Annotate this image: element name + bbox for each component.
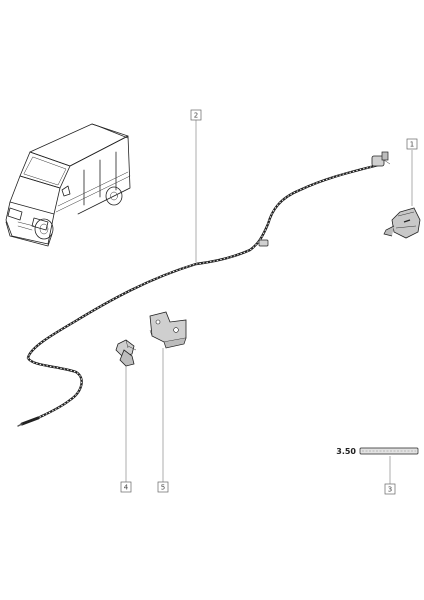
washer-nozzle xyxy=(383,207,421,239)
washer-hose-cable xyxy=(17,151,391,427)
callout-3-label: 3 xyxy=(388,486,392,494)
van-illustration xyxy=(5,123,131,247)
callout-2-label: 2 xyxy=(194,112,198,120)
hose-clips xyxy=(115,339,137,367)
callout-3: 3 xyxy=(384,483,396,495)
callout-4: 4 xyxy=(120,481,132,493)
hose-length-label: 3.50 xyxy=(336,447,356,456)
hose-connector-top xyxy=(371,151,391,167)
callout-5-label: 5 xyxy=(161,484,165,492)
callout-2: 2 xyxy=(190,109,202,121)
leader-lines xyxy=(125,120,413,484)
mounting-bracket xyxy=(149,311,187,349)
hose-length-sample xyxy=(359,447,419,455)
callout-1-label: 1 xyxy=(410,141,414,149)
callout-5: 5 xyxy=(157,481,169,493)
hose-end-fitting xyxy=(17,416,40,427)
callout-4-label: 4 xyxy=(124,484,129,492)
hose-joint xyxy=(258,239,269,247)
callout-1: 1 xyxy=(406,138,418,150)
